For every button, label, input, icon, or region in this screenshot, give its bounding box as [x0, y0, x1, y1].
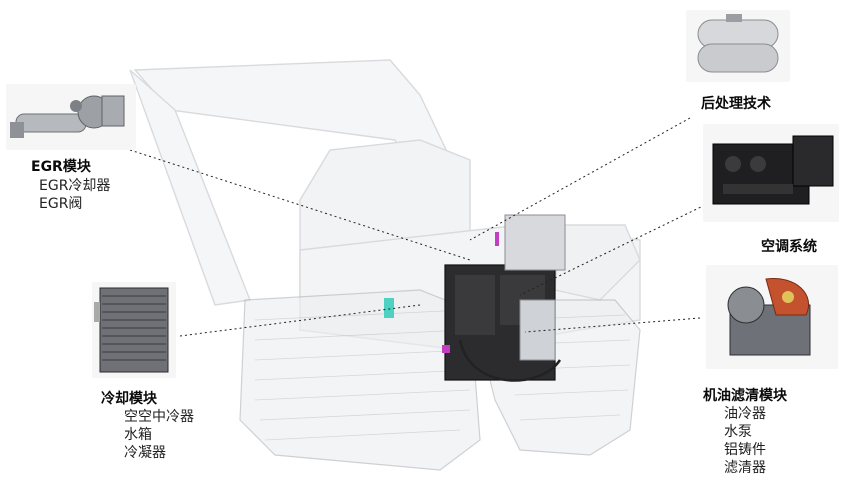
leader-aftertreatment	[469, 117, 691, 241]
oil-filter-item-filter: 滤清器	[724, 460, 766, 476]
oil-filter-module-image	[706, 265, 838, 369]
cooling-item-radiator: 水箱	[124, 427, 152, 443]
cooling-module-image	[92, 282, 176, 378]
oil-filter-title: 机油滤清模块	[703, 388, 787, 404]
oil-filter-item-aluminum-casting: 铝铸件	[724, 442, 766, 458]
egr-item-cooler: EGR冷却器	[39, 178, 111, 194]
engine-block	[384, 214, 566, 382]
egr-title: EGR模块	[31, 159, 91, 175]
leader-egr	[129, 149, 471, 261]
oil-filter-item-water-pump: 水泵	[724, 424, 752, 440]
oil-filter-item-oil-cooler: 油冷器	[724, 406, 766, 422]
egr-module-image	[6, 84, 136, 150]
leader-oil-filter	[524, 317, 701, 333]
cooling-title: 冷却模块	[101, 391, 157, 407]
counterweight	[554, 224, 641, 301]
leader-hvac	[519, 204, 706, 296]
leader-cooling	[179, 304, 421, 337]
hvac-title: 空调系统	[761, 239, 817, 255]
aftertreatment-title: 后处理技术	[701, 96, 771, 112]
egr-item-valve: EGR阀	[39, 196, 83, 212]
cooling-item-intercooler: 空空中冷器	[124, 409, 194, 425]
cooling-item-condenser: 冷凝器	[124, 445, 166, 461]
aftertreatment-image	[686, 10, 790, 82]
hvac-system-image	[703, 124, 839, 222]
